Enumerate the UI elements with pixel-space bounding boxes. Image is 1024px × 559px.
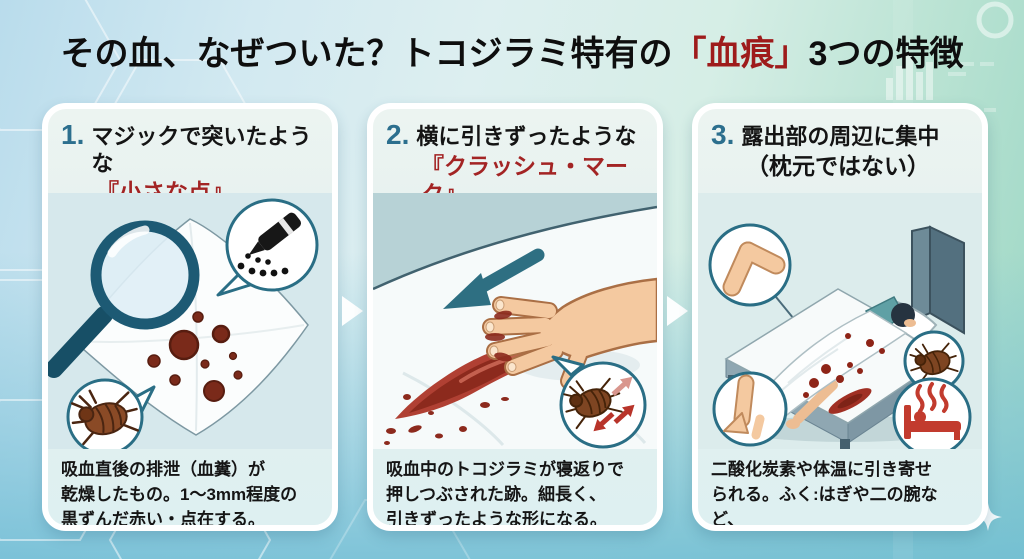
ink-dots: [237, 253, 289, 277]
title-part2: 3つの特徴: [808, 35, 964, 73]
bedbug-bubble-icon: [66, 378, 156, 449]
panel-crush-mark: 2. 横に引きずったような 『クラッシュ・マーク』: [367, 103, 663, 531]
blood-dots: [147, 311, 243, 402]
panel1-heading-text: マジックで突いたような: [91, 124, 312, 176]
calf-bubble-icon: [712, 371, 788, 447]
title-part1: その血、なぜついた？トコジラミ特有の: [60, 35, 673, 73]
panel3-heading: 3. 露出部の周辺に集中 （枕元ではない）: [698, 109, 982, 180]
panel2-heading-text: 横に引きずったような: [416, 124, 637, 149]
panel-exposed-areas: 3. 露出部の周辺に集中 （枕元ではない）: [692, 103, 988, 531]
panel2-number: 2.: [386, 119, 410, 150]
blanket: [754, 310, 908, 420]
title-highlight: 「血痕」: [672, 35, 809, 73]
panel3-body-text: 二酸化炭素や体温に引き寄せ られる。ふく:はぎや二の腕など、 露出した肌の近くに…: [711, 460, 938, 530]
bedbug-icon: [909, 342, 959, 385]
panel3-illustration: [698, 193, 982, 449]
heat-bed-icon: [904, 382, 961, 440]
panel2-heading: 2. 横に引きずったような 『クラッシュ・マーク』: [373, 109, 657, 208]
next-arrow-icon: [667, 296, 688, 326]
panel3-subheading: （枕元ではない）: [746, 153, 930, 180]
panel2-body-text: 吸血中のトコジラミが寝返りで 押しつぶされた跡。細長く、 引きずったような形にな…: [386, 460, 624, 530]
panel3-number: 3.: [711, 119, 735, 150]
next-arrow-icon: [342, 296, 363, 326]
panel2-illustration: [373, 193, 657, 449]
magnifying-glass-icon: [48, 220, 200, 378]
heat-bed-bubble-icon: [892, 377, 972, 449]
crush-direction-arrows: [593, 376, 635, 432]
blood-spots: [803, 333, 885, 414]
bedbug-icon: [563, 377, 623, 430]
elbow-bubble-icon: [708, 223, 792, 307]
drag-arrow-icon: [443, 248, 545, 309]
panel-small-dots: 1. マジックで突いたような 『小さな点』: [42, 103, 338, 531]
bedbug-icon: [71, 389, 139, 446]
page-title: その血、なぜついた？トコジラミ特有の「血痕」3つの特徴: [0, 26, 1024, 75]
panel3-heading-text: 露出部の周辺に集中: [741, 124, 940, 149]
panel1-number: 1.: [61, 119, 85, 150]
panel1-body-text: 吸血直後の排泄（血糞）が 乾燥したもの。1〜3mm程度の 黒ずんだ赤い・点在する…: [61, 460, 298, 530]
marker-pen-bubble-icon: [216, 198, 319, 297]
panel1-illustration: [48, 193, 332, 449]
bedbug-bubble-icon: [903, 330, 965, 392]
bedbug-arrows-bubble-icon: [551, 355, 647, 449]
marker-pen-icon: [248, 212, 301, 256]
panel1-heading: 1. マジックで突いたような 『小さな点』: [48, 109, 332, 206]
